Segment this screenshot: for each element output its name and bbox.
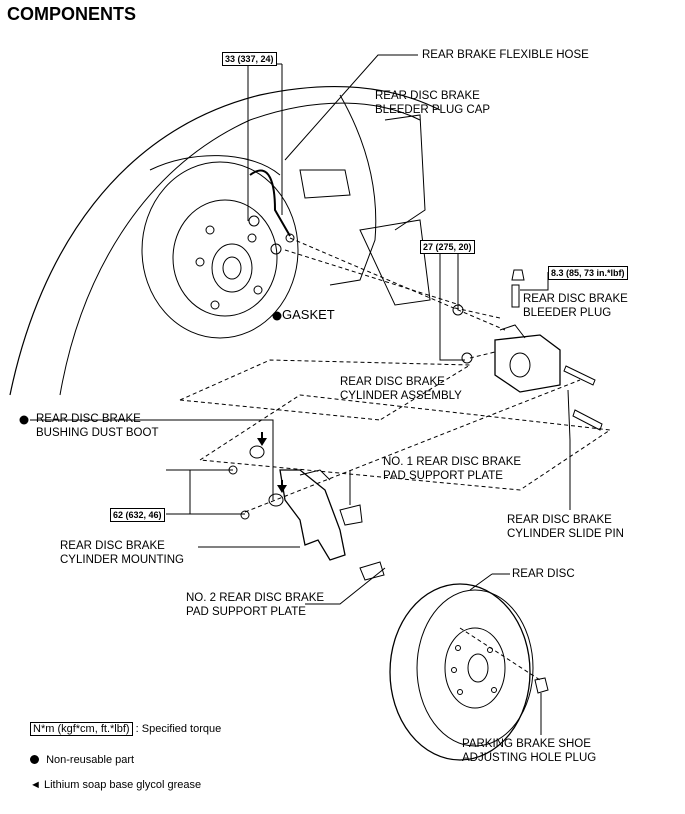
label-slide-pin-line2: CYLINDER SLIDE PIN [507,528,624,540]
label-bleeder-cap: REAR DISC BRAKE BLEEDER PLUG CAP [375,89,490,117]
hub [211,243,253,293]
label-bushing-boot-line2: BUSHING DUST BOOT [36,427,159,439]
legend-torque-text: : Specified torque [135,723,222,735]
label-bushing-boot: REAR DISC BRAKE BUSHING DUST BOOT [36,412,158,440]
legend-torque-box: N*m (kgf*cm, ft.*lbf) [30,722,133,736]
legend-torque: N*m (kgf*cm, ft.*lbf) : Specified torque [30,722,222,736]
label-cylinder-assembly-line1: REAR DISC BRAKE [340,376,445,388]
pad-support-plate-1 [339,504,363,526]
label-gasket-text: GASKET [282,307,335,322]
label-flexible-hose: REAR BRAKE FLEXIBLE HOSE [422,49,589,61]
label-bleeder-plug: REAR DISC BRAKE BLEEDER PLUG [523,292,628,320]
flexible-hose [249,169,291,237]
label-pad-plate-2-line2: PAD SUPPORT PLATE [186,606,306,618]
label-bushing-boot-line1: REAR DISC BRAKE [36,413,141,425]
label-pad-plate-1: NO. 1 REAR DISC BRAKE PAD SUPPORT PLATE [383,455,521,483]
slide-pin-lower [572,409,603,431]
label-pad-plate-1-line1: NO. 1 REAR DISC BRAKE [383,456,522,468]
legend-nonreusable: Non-reusable part [30,754,134,766]
label-cylinder-assembly: REAR DISC BRAKE CYLINDER ASSEMBLY [340,375,462,403]
label-slide-pin: REAR DISC BRAKE CYLINDER SLIDE PIN [507,513,624,541]
backing-plate [141,161,299,339]
label-pad-plate-2-line1: NO. 2 REAR DISC BRAKE [186,592,325,604]
label-rear-disc: REAR DISC [512,568,575,580]
legend-grease: ◄ Lithium soap base glycol grease [30,779,201,791]
slide-pin-upper [563,365,596,386]
label-cylinder-mounting-line2: CYLINDER MOUNTING [60,554,184,566]
wheel-arch-outline [9,85,441,396]
fender-outline [59,102,421,396]
rear-disc [389,583,531,761]
torque-mounting: 62 (632, 46) [110,508,165,522]
label-hole-plug-line2: ADJUSTING HOLE PLUG [462,752,597,764]
label-cylinder-assembly-line2: CYLINDER ASSEMBLY [340,390,462,402]
torque-caliper: 27 (275, 20) [420,240,475,254]
pad-support-plate-2 [359,561,385,581]
bushing-boot-upper [249,445,265,459]
label-pad-plate-1-line2: PAD SUPPORT PLATE [383,470,503,482]
legend-grease-text: Lithium soap base glycol grease [43,779,202,791]
label-bleeder-plug-line2: BLEEDER PLUG [523,307,612,319]
torque-bleeder: 8.3 (85, 73 in.*lbf) [548,266,628,280]
label-bleeder-plug-line1: REAR DISC BRAKE [523,293,628,305]
caliper-body [494,334,561,393]
label-hole-plug-line1: PARKING BRAKE SHOE [462,738,591,750]
bushing-boot-lower [268,493,284,507]
label-cylinder-mounting: REAR DISC BRAKE CYLINDER MOUNTING [60,539,184,567]
cylinder-mounting [279,469,346,561]
label-bleeder-cap-line2: BLEEDER PLUG CAP [375,104,491,116]
label-cylinder-mounting-line1: REAR DISC BRAKE [60,540,165,552]
label-slide-pin-line1: REAR DISC BRAKE [507,514,612,526]
label-pad-plate-2: NO. 2 REAR DISC BRAKE PAD SUPPORT PLATE [186,591,324,619]
label-gasket: GASKET [282,308,335,322]
bleeder-plug [511,284,520,308]
nonreusable-dot-icon [30,755,39,764]
torque-hose: 33 (337, 24) [222,52,277,66]
hole-plug [534,677,549,694]
page-title: COMPONENTS [7,4,137,24]
grease-arrow-icon: ◄ [30,779,41,791]
legend-nonreusable-text: Non-reusable part [46,754,135,766]
label-hole-plug: PARKING BRAKE SHOE ADJUSTING HOLE PLUG [462,737,596,765]
label-bleeder-cap-line1: REAR DISC BRAKE [375,90,480,102]
